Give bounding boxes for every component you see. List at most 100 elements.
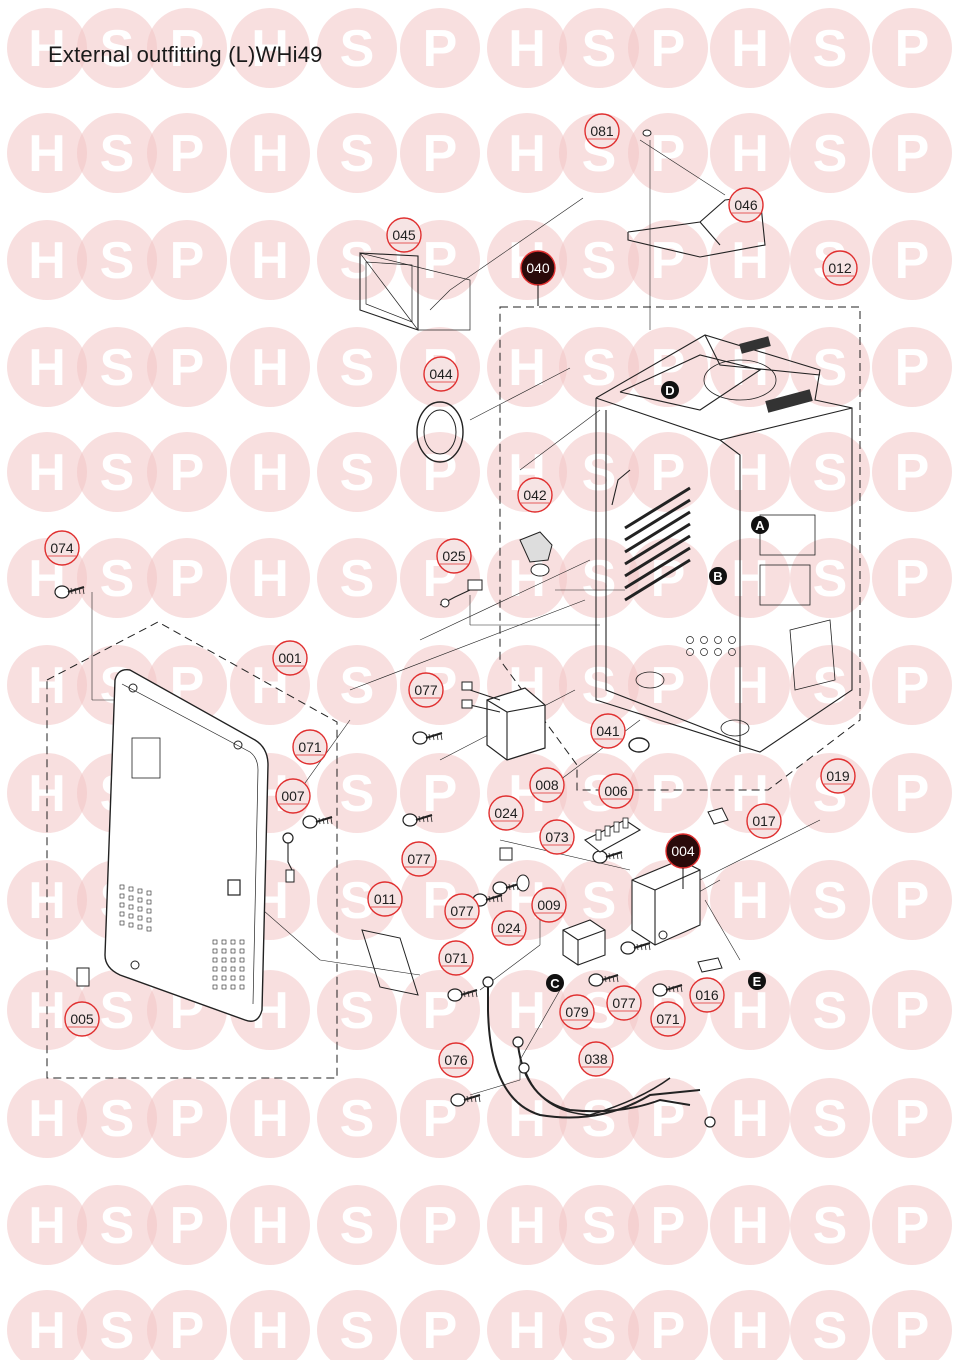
part-callout-077: 077 [444, 893, 480, 929]
watermark-circle: S [559, 1185, 639, 1265]
watermark-circle: P [400, 432, 480, 512]
svg-text:P: P [895, 657, 930, 715]
svg-text:S: S [813, 1302, 848, 1360]
svg-text:S: S [100, 232, 135, 290]
svg-text:H: H [28, 444, 66, 502]
part-number: 016 [695, 987, 719, 1003]
watermark-circle: S [77, 538, 157, 618]
watermark-circle: S [559, 860, 639, 940]
watermark-circle: S [790, 970, 870, 1050]
watermark-circle: S [317, 8, 397, 88]
svg-text:P: P [895, 765, 930, 823]
watermark-circle: P [628, 1290, 708, 1360]
svg-text:S: S [813, 1090, 848, 1148]
svg-text:S: S [340, 339, 375, 397]
watermark-circle: H [710, 1185, 790, 1265]
watermark-circle: S [559, 220, 639, 300]
watermark-circle: P [147, 1078, 227, 1158]
watermark-circle: H [7, 1290, 87, 1360]
part-number: 077 [450, 903, 474, 919]
watermark-circle: S [559, 645, 639, 725]
part-callout-024: 024 [491, 910, 527, 946]
svg-text:P: P [895, 1197, 930, 1255]
svg-text:P: P [170, 232, 205, 290]
watermark-circle: S [790, 113, 870, 193]
part-number: 077 [407, 851, 431, 867]
part-callout-017: 017 [746, 803, 782, 839]
watermark-circle: P [628, 220, 708, 300]
svg-text:H: H [731, 1197, 769, 1255]
part-number: 077 [612, 995, 636, 1011]
watermark-circle: P [872, 1185, 952, 1265]
watermark-circle: P [147, 8, 227, 88]
watermark-circle: H [710, 645, 790, 725]
watermark-circle: S [559, 327, 639, 407]
watermark-circle: P [147, 113, 227, 193]
svg-text:H: H [251, 1197, 289, 1255]
svg-text:H: H [251, 20, 289, 78]
part-callout-019: 019 [820, 758, 856, 794]
part-callout-042: 042 [517, 477, 553, 513]
svg-text:S: S [813, 1197, 848, 1255]
svg-text:P: P [895, 872, 930, 930]
svg-text:H: H [508, 20, 546, 78]
svg-text:S: S [582, 232, 617, 290]
connection-marker-d: D [661, 381, 679, 399]
screw [588, 973, 619, 987]
svg-text:H: H [508, 1302, 546, 1360]
part-callout-046: 046 [728, 187, 764, 223]
svg-text:P: P [895, 20, 930, 78]
watermark-circle: S [77, 1290, 157, 1360]
svg-text:P: P [170, 1302, 205, 1360]
watermark-circle: H [230, 432, 310, 512]
watermark-circle: H [487, 1290, 567, 1360]
watermark-circle: P [147, 327, 227, 407]
watermark-circle: S [790, 1078, 870, 1158]
watermark-circle: P [628, 645, 708, 725]
watermark-circle: P [872, 1290, 952, 1360]
watermark-circle: S [790, 327, 870, 407]
watermark-circle: S [317, 645, 397, 725]
svg-text:S: S [813, 125, 848, 183]
casing-group-outline [499, 306, 861, 791]
svg-text:P: P [170, 125, 205, 183]
watermark-circle: H [7, 113, 87, 193]
part-number: 074 [50, 540, 74, 556]
part-callout-007: 007 [275, 778, 311, 814]
svg-text:P: P [170, 444, 205, 502]
svg-text:H: H [251, 339, 289, 397]
watermark-circle: P [872, 1078, 952, 1158]
part-callout-076: 076 [438, 1042, 474, 1078]
part-number: 001 [278, 650, 302, 666]
part-callout-073: 073 [539, 819, 575, 855]
svg-text:S: S [100, 444, 135, 502]
part-number: 011 [374, 891, 397, 907]
watermark-circle: S [317, 1078, 397, 1158]
watermark-circle: H [230, 538, 310, 618]
part-number: 073 [545, 829, 569, 845]
svg-text:P: P [895, 982, 930, 1040]
part-number: 017 [752, 813, 776, 829]
svg-text:S: S [100, 550, 135, 608]
part-number: 081 [590, 123, 614, 139]
svg-text:P: P [423, 1197, 458, 1255]
watermark-circle: S [317, 327, 397, 407]
watermark-circle: S [559, 432, 639, 512]
svg-text:S: S [813, 444, 848, 502]
svg-text:S: S [100, 20, 135, 78]
watermark-circle: S [790, 1290, 870, 1360]
part-callout-008: 008 [529, 767, 565, 803]
watermark-circle: S [559, 8, 639, 88]
watermark-circle: P [872, 860, 952, 940]
svg-text:P: P [423, 20, 458, 78]
screw [450, 1093, 481, 1107]
watermark-circle: P [147, 1290, 227, 1360]
watermark-circle: S [559, 1078, 639, 1158]
svg-text:P: P [170, 20, 205, 78]
front-panel-group-outline [46, 621, 338, 1079]
part-number: 071 [656, 1011, 680, 1027]
part-number: 044 [429, 366, 453, 382]
watermark-circle: H [7, 327, 87, 407]
